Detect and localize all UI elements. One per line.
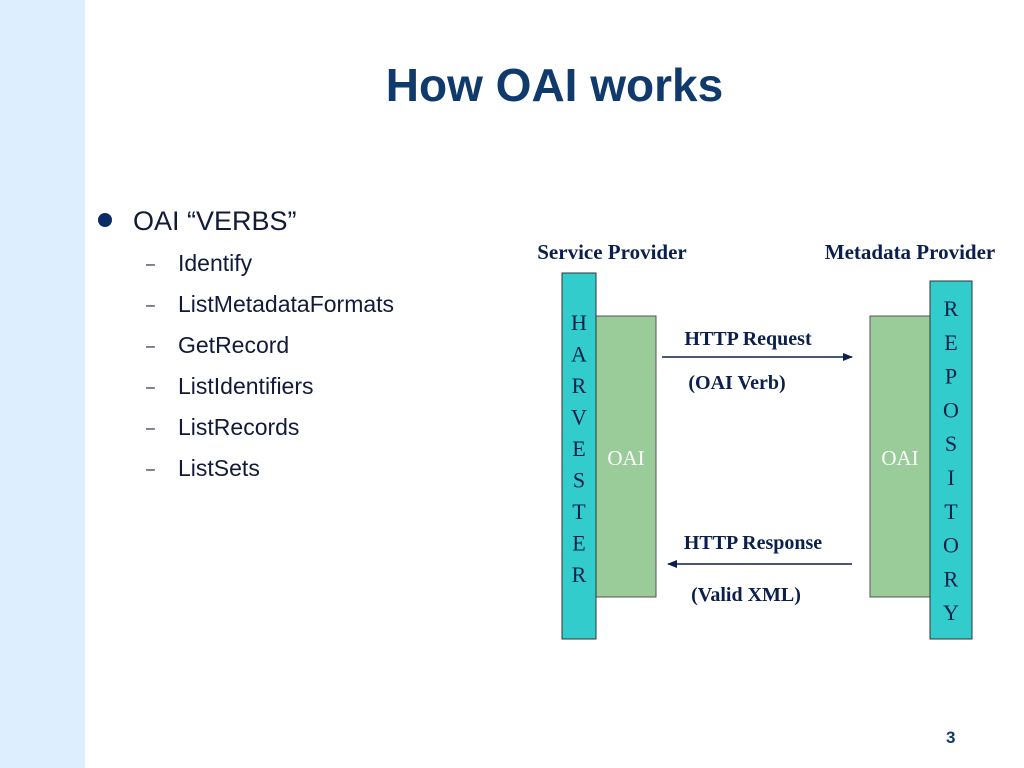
dash-icon: – bbox=[146, 338, 155, 355]
http-request-label: HTTP Request bbox=[684, 328, 812, 350]
oai-box-left bbox=[593, 315, 657, 598]
service-provider-label: Service Provider bbox=[537, 240, 686, 264]
http-response-label: HTTP Response bbox=[684, 532, 822, 554]
left-accent-band bbox=[0, 0, 85, 768]
verb-label: ListSets bbox=[178, 455, 260, 481]
vertical-letter: T bbox=[944, 499, 958, 524]
vertical-letter: E bbox=[944, 330, 957, 355]
bullet-item-verbs: OAI “VERBS” bbox=[94, 206, 394, 250]
sub-item-listrecords: – ListRecords bbox=[146, 414, 394, 455]
vertical-letter: S bbox=[945, 431, 957, 456]
oai-label-left: OAI bbox=[607, 446, 644, 470]
vertical-letter: R bbox=[944, 296, 959, 321]
response-detail-label: (Valid XML) bbox=[691, 584, 801, 606]
vertical-letter: S bbox=[573, 468, 585, 493]
vertical-letter: O bbox=[943, 533, 959, 558]
page-number: 3 bbox=[946, 728, 956, 747]
request-detail-label: (OAI Verb) bbox=[688, 372, 785, 394]
vertical-letter: A bbox=[571, 342, 587, 367]
bullet-main-text: OAI “VERBS” bbox=[133, 206, 297, 236]
sub-item-listmetadataformats: – ListMetadataFormats bbox=[146, 291, 394, 332]
vertical-letter: O bbox=[943, 397, 959, 422]
sub-item-listsets: – ListSets bbox=[146, 455, 394, 496]
harvester-bar bbox=[561, 272, 597, 640]
bullet-list: OAI “VERBS” – Identify – ListMetadataForma… bbox=[94, 206, 394, 496]
slide-title: How OAI works bbox=[385, 59, 724, 111]
dash-icon: – bbox=[146, 420, 155, 437]
verb-label: ListRecords bbox=[178, 414, 300, 440]
vertical-letter: R bbox=[572, 373, 587, 398]
vertical-letter: E bbox=[572, 531, 585, 556]
vertical-letter: P bbox=[945, 364, 957, 389]
metadata-provider-label: Metadata Provider bbox=[825, 240, 995, 264]
vertical-letter: R bbox=[572, 562, 587, 587]
oai-box-right bbox=[869, 315, 933, 598]
dash-icon: – bbox=[146, 256, 155, 273]
verb-sub-list: – Identify – ListMetadataFormats – GetRecor… bbox=[146, 250, 394, 496]
vertical-letter: E bbox=[572, 436, 585, 461]
sub-item-listidentifiers: – ListIdentifiers bbox=[146, 373, 394, 414]
dash-icon: – bbox=[146, 297, 155, 314]
verb-label: ListMetadataFormats bbox=[178, 291, 395, 317]
vertical-letter: R bbox=[944, 566, 959, 591]
dash-icon: – bbox=[146, 379, 155, 396]
vertical-letter: Y bbox=[943, 600, 959, 625]
sub-item-getrecord: – GetRecord bbox=[146, 332, 394, 373]
vertical-letter: V bbox=[571, 405, 587, 430]
repository-bar bbox=[929, 280, 973, 640]
oai-label-right: OAI bbox=[881, 446, 918, 470]
vertical-letter: T bbox=[572, 499, 586, 524]
dash-icon: – bbox=[146, 461, 155, 478]
verb-label: Identify bbox=[178, 250, 253, 276]
verb-label: GetRecord bbox=[178, 332, 290, 358]
vertical-letter: H bbox=[571, 310, 587, 335]
bullet-dot-icon bbox=[98, 213, 112, 227]
vertical-letter: I bbox=[947, 465, 954, 490]
sub-item-identify: – Identify bbox=[146, 250, 394, 291]
verb-label: ListIdentifiers bbox=[178, 373, 314, 399]
